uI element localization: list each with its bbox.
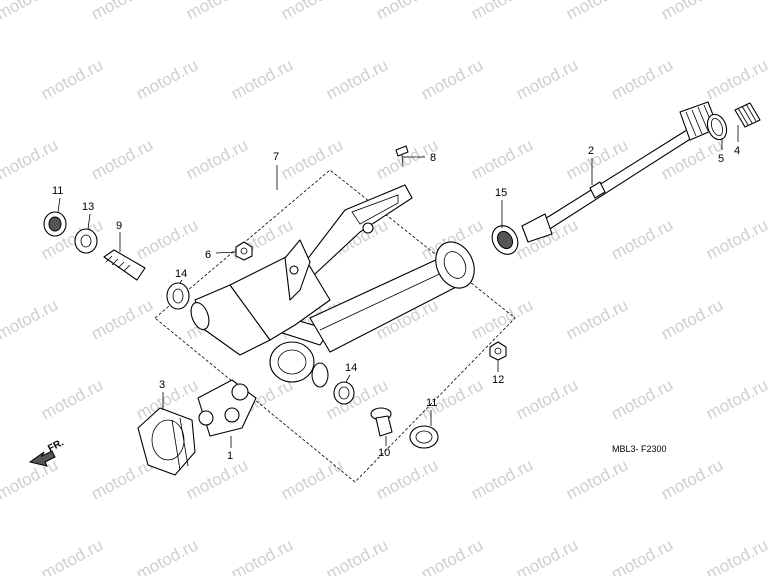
watermark-text: motod.ru xyxy=(88,455,156,503)
watermark-text: motod.ru xyxy=(513,375,581,423)
watermark-text: motod.ru xyxy=(658,295,726,343)
callout-6: 6 xyxy=(205,249,211,261)
swingarm-assembly-box xyxy=(154,169,516,483)
bushing-part-2[interactable] xyxy=(333,381,355,405)
watermark-text: motod.ru xyxy=(183,135,251,183)
watermark-text: motod.ru xyxy=(658,0,726,24)
universal-joint-part[interactable] xyxy=(197,379,257,437)
watermark-text: motod.ru xyxy=(418,535,486,576)
pivot-bolt-part[interactable] xyxy=(103,249,146,281)
diagram-code: MBL3- F2300 xyxy=(612,444,667,454)
callout-10: 10 xyxy=(378,447,390,459)
callout-2: 2 xyxy=(588,145,594,157)
watermark-text: motod.ru xyxy=(703,215,768,263)
callout-7: 7 xyxy=(273,151,279,163)
callout-15: 15 xyxy=(495,187,507,199)
watermark-text: motod.ru xyxy=(183,0,251,24)
watermark-text: motod.ru xyxy=(278,0,346,24)
front-label: FR. xyxy=(46,437,66,454)
cap-part-2[interactable] xyxy=(409,425,439,449)
callout-8: 8 xyxy=(430,152,436,164)
cap-part[interactable] xyxy=(43,211,67,237)
callout-12: 12 xyxy=(492,374,504,386)
watermark-text: motod.ru xyxy=(133,535,201,576)
watermark-text: motod.ru xyxy=(703,375,768,423)
watermark-text: motod.ru xyxy=(658,455,726,503)
watermark-text: motod.ru xyxy=(468,135,536,183)
circlip-part[interactable] xyxy=(704,112,730,143)
watermark-text: motod.ru xyxy=(373,0,441,24)
watermark-text: motod.ru xyxy=(563,0,631,24)
callout-labels: 7 8 2 5 4 15 11 13 9 6 14 14 12 3 1 10 1… xyxy=(52,145,740,462)
callout-4: 4 xyxy=(734,145,740,157)
front-arrow-icon xyxy=(28,450,56,467)
watermark-text: motod.ru xyxy=(608,215,676,263)
watermark-text: motod.ru xyxy=(0,295,61,343)
callout-14: 14 xyxy=(175,268,187,280)
callout-11-b: 11 xyxy=(426,397,437,409)
drive-shaft-part[interactable] xyxy=(521,101,719,243)
watermark-text: motod.ru xyxy=(88,135,156,183)
watermark-text: motod.ru xyxy=(513,55,581,103)
watermark-text: motod.ru xyxy=(88,0,156,24)
swingarm-part[interactable] xyxy=(188,184,482,388)
nut-part-12[interactable] xyxy=(489,341,507,361)
watermark-text: motod.ru xyxy=(323,535,391,576)
callout-5: 5 xyxy=(718,153,724,165)
watermark-text: motod.ru xyxy=(608,55,676,103)
leader-lines xyxy=(57,125,739,448)
watermark-text: motod.ru xyxy=(0,135,61,183)
watermark-text: motod.ru xyxy=(468,295,536,343)
watermark-text: motod.ru xyxy=(468,0,536,24)
watermark-text: motod.ru xyxy=(133,215,201,263)
watermark-text: motod.ru xyxy=(183,455,251,503)
watermark-text: motod.ru xyxy=(38,375,106,423)
watermark-text: motod.ru xyxy=(278,455,346,503)
bushing-part[interactable] xyxy=(166,282,190,310)
watermark-text: motod.ru xyxy=(278,135,346,183)
locknut-part[interactable] xyxy=(74,228,98,254)
watermark-text: motod.ru xyxy=(88,295,156,343)
watermark-text: motod.ru xyxy=(608,375,676,423)
spring-part[interactable] xyxy=(734,102,761,128)
callout-11: 11 xyxy=(52,185,63,197)
watermark-text: motod.ru xyxy=(228,55,296,103)
callout-14-b: 14 xyxy=(345,362,357,374)
watermark-text: motod.ru xyxy=(38,55,106,103)
watermark-text: motod.ru xyxy=(418,55,486,103)
watermark-text: motod.ru xyxy=(513,535,581,576)
watermark-text: motod.ru xyxy=(323,55,391,103)
watermark-text: motod.ru xyxy=(468,455,536,503)
callout-13: 13 xyxy=(82,201,94,213)
watermark-text: motod.ru xyxy=(373,455,441,503)
watermark-text: motod.ru xyxy=(703,535,768,576)
callout-1: 1 xyxy=(227,450,233,462)
watermark-text: motod.ru xyxy=(608,535,676,576)
bolt-part-10[interactable] xyxy=(370,407,393,437)
nut-part[interactable] xyxy=(235,241,253,261)
watermark-text: motod.ru xyxy=(0,0,61,24)
boot-part[interactable] xyxy=(137,407,196,476)
watermark-text: motod.ru xyxy=(563,295,631,343)
callout-3: 3 xyxy=(159,379,165,391)
watermark-text: motod.ru xyxy=(563,455,631,503)
watermark-text: motod.ru xyxy=(228,535,296,576)
watermark-text: motod.ru xyxy=(38,535,106,576)
watermark-text: motod.ru xyxy=(703,55,768,103)
callout-9: 9 xyxy=(116,220,122,232)
oil-seal-part[interactable] xyxy=(487,221,523,259)
watermark-text: motod.ru xyxy=(133,55,201,103)
